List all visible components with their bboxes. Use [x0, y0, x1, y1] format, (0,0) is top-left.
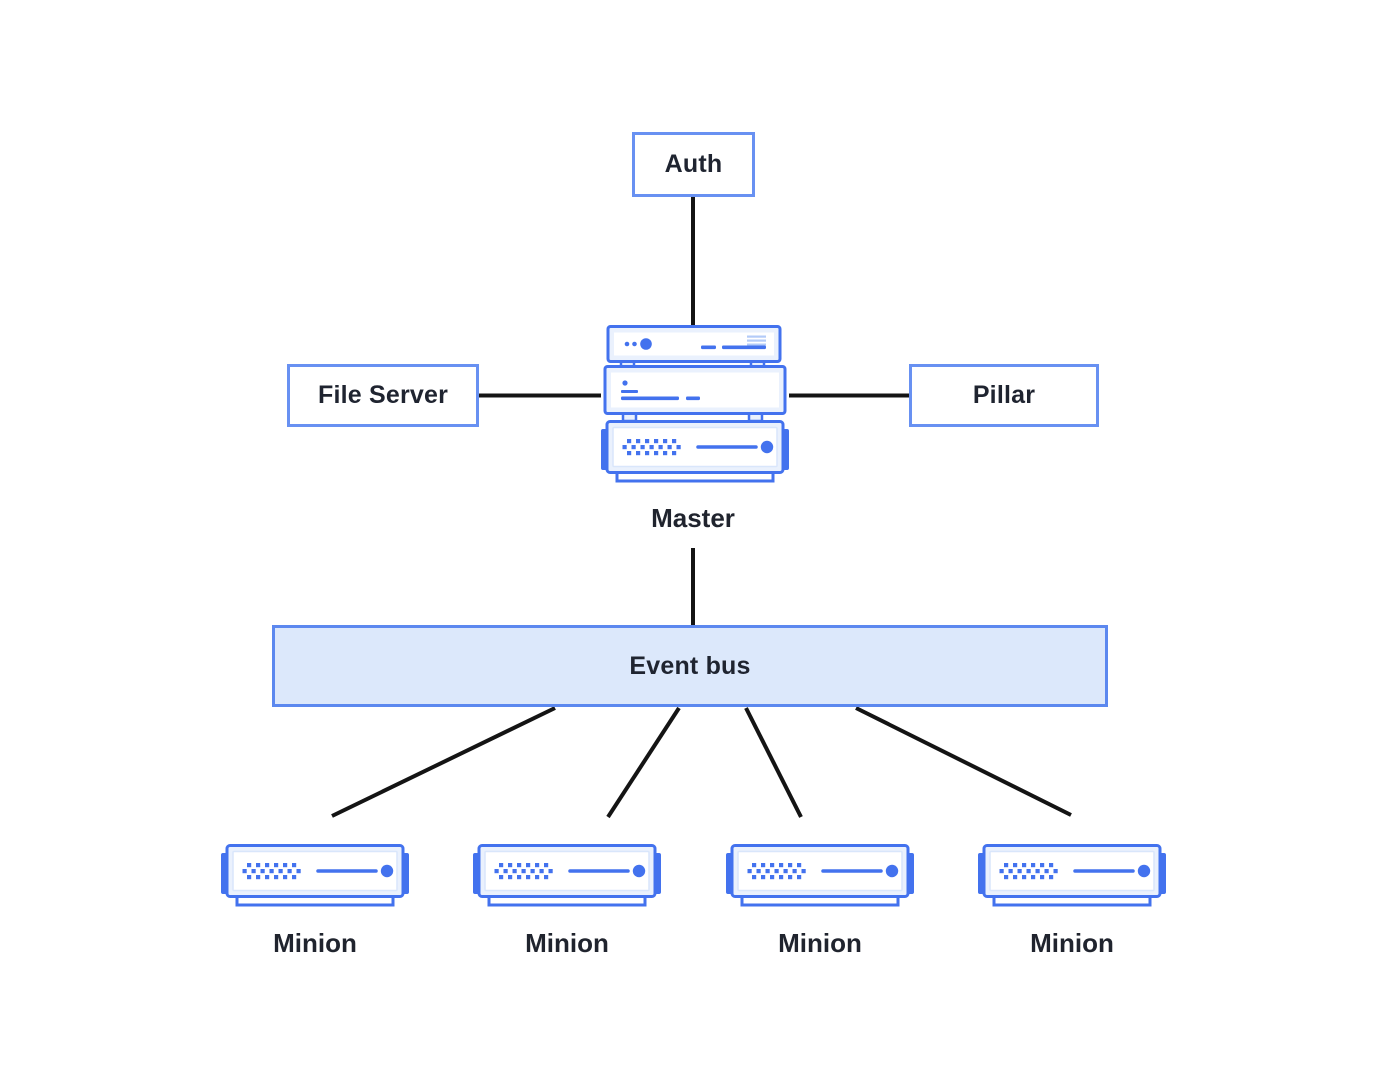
server-icon — [977, 844, 1167, 908]
edge-eventbus-minion-4 — [855, 706, 1072, 817]
edge-eventbus-minion-3 — [744, 707, 803, 818]
event-bus-node: Event bus — [272, 625, 1108, 707]
minion-label: Minion — [1030, 928, 1114, 958]
master-label: Master — [651, 503, 735, 533]
minion-node — [977, 844, 1167, 913]
event-bus-label: Event bus — [629, 651, 751, 680]
minion-node — [725, 844, 915, 913]
server-stack-icon — [600, 325, 790, 485]
server-icon — [725, 844, 915, 908]
minion-label: Minion — [273, 928, 357, 958]
edge-eventbus-minion-2 — [606, 706, 681, 819]
edge-eventbus-minion-1 — [331, 706, 556, 818]
file-server-node: File Server — [287, 364, 479, 427]
auth-node: Auth — [632, 132, 755, 197]
server-icon — [472, 844, 662, 908]
server-icon — [220, 844, 410, 908]
pillar-label: Pillar — [972, 381, 1036, 409]
minion-node — [220, 844, 410, 913]
master-node — [600, 325, 790, 490]
minion-label: Minion — [525, 928, 609, 958]
auth-label: Auth — [664, 150, 723, 178]
minion-node — [472, 844, 662, 913]
pillar-node: Pillar — [909, 364, 1099, 427]
file-server-label: File Server — [317, 381, 449, 409]
minion-label: Minion — [778, 928, 862, 958]
